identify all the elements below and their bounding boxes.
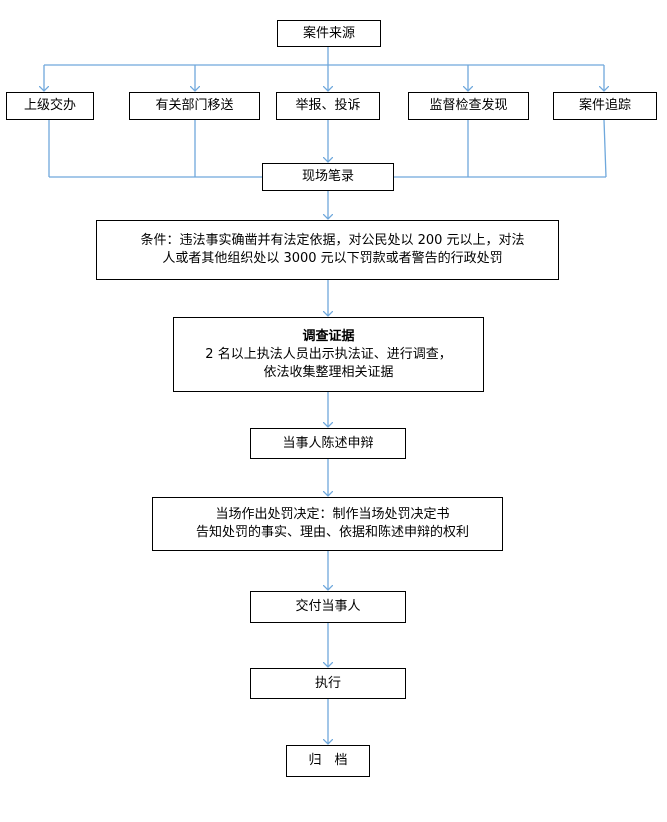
source-label: 有关部门移送 — [155, 98, 234, 113]
source-label: 举报、投诉 — [295, 98, 361, 113]
connector-tracking-down — [603, 119, 607, 178]
condition-box: 条件：违法事实确凿并有法定依据，对公民处以 200 元以上，对法 人或者其他组织… — [96, 220, 559, 280]
investigation-line-1: 2 名以上执法人员出示执法证、进行调查， — [205, 346, 452, 362]
onsite-record-label: 现场笔录 — [301, 169, 354, 184]
archive-label: 归 档 — [308, 753, 348, 768]
condition-line-2: 人或者其他组织处以 3000 元以下罚款或者警告的行政处罚 — [162, 251, 503, 266]
source-label: 案件追踪 — [578, 98, 631, 113]
condition-line-1: 条件：违法事实确凿并有法定依据，对公民处以 200 元以上，对法 — [140, 233, 525, 248]
deliver-to-party-box: 交付当事人 — [250, 591, 406, 623]
source-inspection-box: 监督检查发现 — [408, 92, 529, 120]
case-source-box: 案件来源 — [277, 20, 381, 47]
execute-label: 执行 — [314, 675, 341, 691]
investigation-line-2: 依法收集整理相关证据 — [263, 364, 394, 380]
source-department-transfer-box: 有关部门移送 — [129, 92, 260, 120]
investigation-title: 调查证据 — [302, 328, 355, 344]
execute-box: 执行 — [250, 668, 406, 699]
decision-line-2: 告知处罚的事实、理由、依据和陈述申辩的权利 — [195, 525, 469, 540]
source-label: 上级交办 — [23, 98, 76, 113]
source-case-tracking-box: 案件追踪 — [553, 92, 657, 120]
archive-box: 归 档 — [286, 745, 370, 777]
party-defense-label: 当事人陈述申辩 — [282, 435, 374, 451]
deliver-label: 交付当事人 — [295, 599, 361, 614]
source-superior-assigned-box: 上级交办 — [6, 92, 94, 120]
source-label: 监督检查发现 — [429, 98, 508, 113]
investigation-box: 调查证据 2 名以上执法人员出示执法证、进行调查， 依法收集整理相关证据 — [173, 317, 484, 392]
onsite-record-box: 现场笔录 — [262, 163, 394, 191]
decision-line-1: 当场作出处罚决定：制作当场处罚决定书 — [215, 507, 450, 522]
source-report-complaint-box: 举报、投诉 — [276, 92, 380, 120]
case-source-label: 案件来源 — [302, 25, 355, 41]
penalty-decision-box: 当场作出处罚决定：制作当场处罚决定书 告知处罚的事实、理由、依据和陈述申辩的权利 — [152, 497, 503, 551]
party-defense-box: 当事人陈述申辩 — [250, 428, 406, 459]
